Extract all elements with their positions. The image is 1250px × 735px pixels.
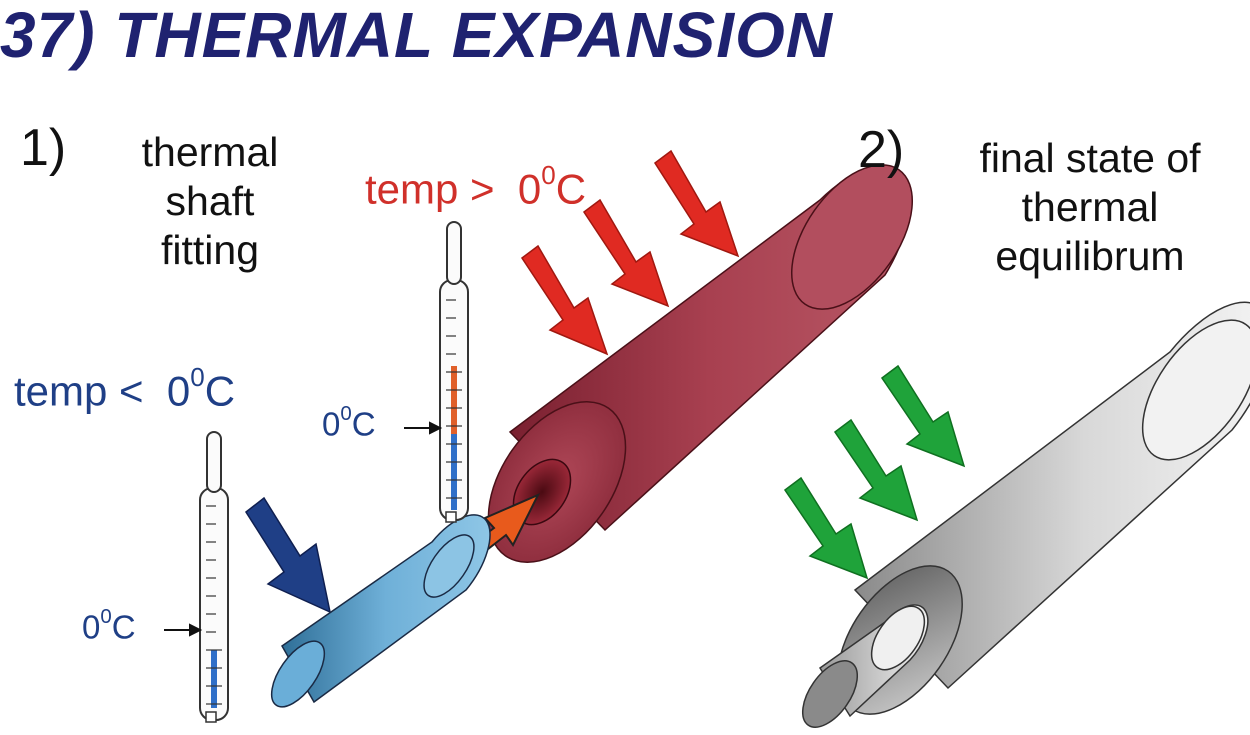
heat-arrow-3 xyxy=(653,149,740,258)
shaft-end xyxy=(270,640,326,708)
cold-temp-degree: 0 xyxy=(190,362,205,392)
thermometer-high xyxy=(439,221,469,523)
step1-line-1: thermal xyxy=(141,129,279,175)
cold-temp-value: 0 xyxy=(166,367,191,415)
step1-number: 1) xyxy=(20,119,67,177)
hot-temp-unit: C xyxy=(555,165,587,213)
hot-temp-prefix: temp > xyxy=(365,165,495,213)
thermo-high-value: 0 xyxy=(322,405,341,443)
thermo-high-reading: 00C xyxy=(322,402,376,443)
hot-temp-value: 0 xyxy=(517,165,542,213)
cold-temp-label: temp < 00C xyxy=(14,362,235,416)
cold-temp-prefix: temp < xyxy=(14,367,144,415)
cold-shaft xyxy=(270,514,491,708)
step1-label: thermal shaft fitting xyxy=(120,128,300,275)
cold-temp-unit: C xyxy=(204,367,236,415)
heat-arrows-red xyxy=(520,149,740,356)
page-title: 37) THERMAL EXPANSION xyxy=(0,0,833,71)
hot-temp-degree: 0 xyxy=(541,160,556,190)
equilibrium-arrows-green xyxy=(783,364,966,580)
heat-arrow-1 xyxy=(520,244,609,356)
thermo-low-value: 0 xyxy=(82,608,101,646)
green-arrow-1 xyxy=(783,476,869,580)
green-arrow-3 xyxy=(880,364,966,468)
thermometer-low xyxy=(199,431,229,723)
step1-line-2: shaft xyxy=(165,178,255,224)
step2-line-3: equilibrum xyxy=(995,233,1185,279)
thermo-low-degree: 0 xyxy=(100,605,112,628)
heat-arrow-2 xyxy=(582,198,670,308)
step2-label: final state of thermal equilibrum xyxy=(945,134,1235,281)
green-arrow-2 xyxy=(833,418,919,522)
step2-line-1: final state of xyxy=(979,135,1201,181)
step2-line-2: thermal xyxy=(1021,184,1159,230)
thermo-high-unit: C xyxy=(351,405,376,443)
hot-temp-label: temp > 00C xyxy=(365,160,586,214)
step1-line-3: fitting xyxy=(161,227,259,273)
thermo-high-degree: 0 xyxy=(340,402,352,425)
thermo-low-unit: C xyxy=(111,608,136,646)
zero-pointers xyxy=(164,421,443,637)
step2-number: 2) xyxy=(858,121,905,179)
cool-arrow-blue xyxy=(245,496,332,614)
final-assembly xyxy=(801,301,1250,728)
final-shaft-end xyxy=(801,660,859,728)
thermo-low-reading: 00C xyxy=(82,605,136,646)
